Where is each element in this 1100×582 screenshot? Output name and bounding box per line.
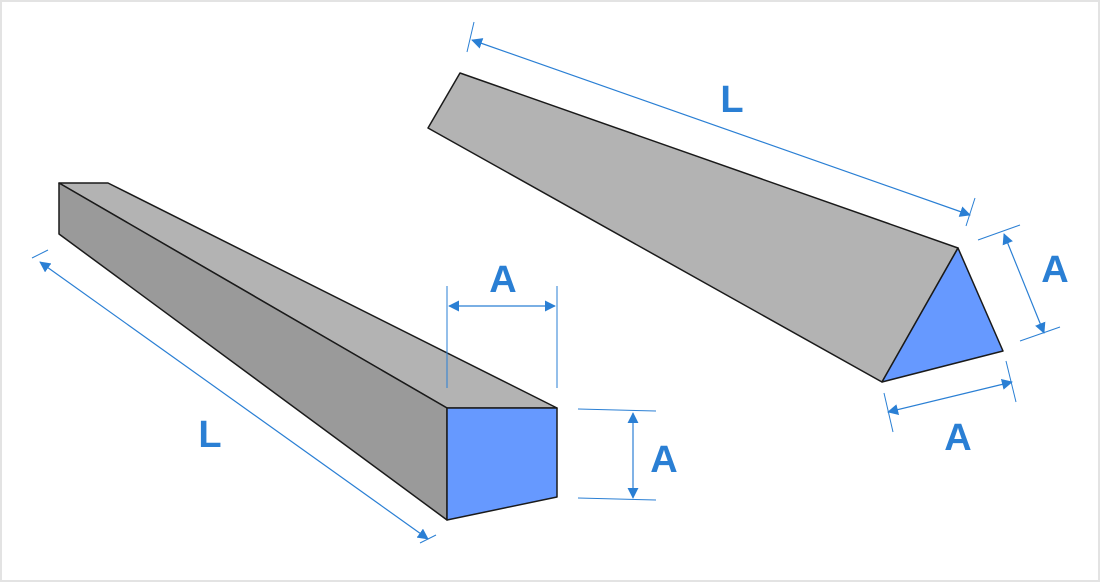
square-bar <box>58 182 558 521</box>
square-bar-length-label: L <box>198 414 221 456</box>
square-bar-end-face <box>446 407 558 521</box>
extension-line <box>466 21 475 53</box>
triangle-bar-base-dimension: A <box>883 360 1017 459</box>
triangle-bar-base-label: A <box>944 417 971 459</box>
dimension-line <box>471 38 971 217</box>
extension-line <box>1005 360 1017 403</box>
extension-line <box>965 197 976 227</box>
triangle-bar-length-label: L <box>720 79 743 121</box>
triangle-bar-end-face <box>881 247 1004 383</box>
triangle-bar-length-dimension: L <box>466 21 976 227</box>
triangle-bar-side-label: A <box>1041 249 1068 291</box>
dimension-line <box>39 261 429 540</box>
extension-line <box>1019 326 1061 342</box>
extension-line <box>31 249 49 259</box>
extension-line <box>883 392 894 433</box>
dimension-line <box>887 379 1013 415</box>
dimension-line <box>1002 233 1046 334</box>
triangle-bar <box>427 72 1004 383</box>
square-bar-height-label: A <box>650 439 677 481</box>
square-bar-length-dimension: L <box>31 249 437 544</box>
extension-line <box>577 408 657 412</box>
extension-line <box>577 497 657 501</box>
square-bar-width-label: A <box>489 259 516 301</box>
extension-line <box>977 224 1021 241</box>
square-bar-width-dimension: A <box>446 259 558 388</box>
triangle-bar-side-dimension: A <box>977 224 1069 342</box>
triangle-bar-side-face <box>427 72 959 383</box>
square-bar-height-dimension: A <box>577 408 678 501</box>
